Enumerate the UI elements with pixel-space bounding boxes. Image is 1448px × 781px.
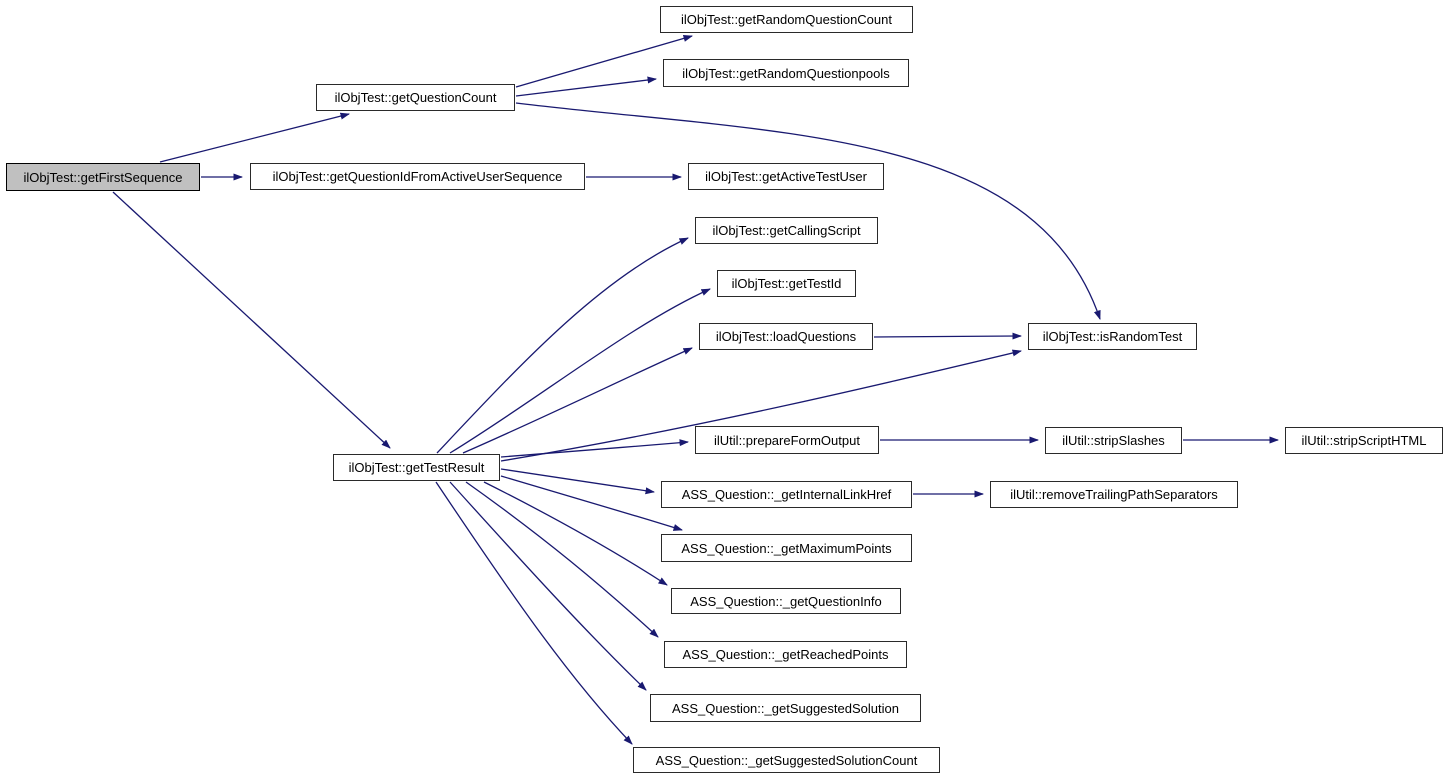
edge-getQuestionCount-getRandomQuestionCount xyxy=(515,35,693,88)
edge-getTestResult-isRandomTest xyxy=(500,349,1022,462)
edge-getFirstSequence-getTestResult xyxy=(112,191,391,449)
node-getActiveTestUser[interactable]: ilObjTest::getActiveTestUser xyxy=(688,163,884,190)
edge-getQuestionCount-isRandomTest xyxy=(515,102,1101,320)
node-getQuestionCount[interactable]: ilObjTest::getQuestionCount xyxy=(316,84,515,111)
edge-getTestResult-getQuestionInfo xyxy=(483,481,668,586)
node-isRandomTest[interactable]: ilObjTest::isRandomTest xyxy=(1028,323,1197,350)
node-getQuestionIdFromActiveUserSequence[interactable]: ilObjTest::getQuestionIdFromActiveUserSe… xyxy=(250,163,585,190)
edge-getTestResult-getCallingScript xyxy=(436,237,689,454)
node-getReachedPoints[interactable]: ASS_Question::_getReachedPoints xyxy=(664,641,907,668)
edge-getTestResult-getTestId xyxy=(449,288,711,454)
node-getCallingScript[interactable]: ilObjTest::getCallingScript xyxy=(695,217,878,244)
node-getFirstSequence: ilObjTest::getFirstSequence xyxy=(6,163,200,191)
node-stripSlashes[interactable]: ilUtil::stripSlashes xyxy=(1045,427,1182,454)
edge-loadQuestions-isRandomTest xyxy=(873,332,1022,340)
node-getTestResult[interactable]: ilObjTest::getTestResult xyxy=(333,454,500,481)
node-getTestId[interactable]: ilObjTest::getTestId xyxy=(717,270,856,297)
edge-getTestResult-prepareFormOutput xyxy=(500,439,689,458)
edge-getTestResult-getMaximumPoints xyxy=(500,475,683,531)
edge-getTestResult-getInternalLinkHref xyxy=(500,468,655,495)
node-getInternalLinkHref[interactable]: ASS_Question::_getInternalLinkHref xyxy=(661,481,912,508)
node-getSuggestedSolutionCount[interactable]: ASS_Question::_getSuggestedSolutionCount xyxy=(633,747,940,773)
node-getQuestionInfo[interactable]: ASS_Question::_getQuestionInfo xyxy=(671,588,901,614)
edge-getFirstSequence-getQuestionCount xyxy=(159,112,350,163)
node-stripScriptHTML[interactable]: ilUtil::stripScriptHTML xyxy=(1285,427,1443,454)
edge-getTestResult-getSuggestedSolution xyxy=(449,481,647,691)
node-getRandomQuestionpools[interactable]: ilObjTest::getRandomQuestionpools xyxy=(663,59,909,87)
edge-getQuestionCount-getRandomQuestionpools xyxy=(515,76,657,97)
node-loadQuestions[interactable]: ilObjTest::loadQuestions xyxy=(699,323,873,350)
node-prepareFormOutput[interactable]: ilUtil::prepareFormOutput xyxy=(695,426,879,454)
node-getRandomQuestionCount[interactable]: ilObjTest::getRandomQuestionCount xyxy=(660,6,913,33)
edge-getTestResult-loadQuestions xyxy=(462,347,693,454)
edge-getTestResult-getSuggestedSolutionCount xyxy=(435,481,633,745)
node-removeTrailingPathSeparators[interactable]: ilUtil::removeTrailingPathSeparators xyxy=(990,481,1238,508)
edge-getTestResult-getReachedPoints xyxy=(465,481,659,638)
node-getMaximumPoints[interactable]: ASS_Question::_getMaximumPoints xyxy=(661,534,912,562)
node-getSuggestedSolution[interactable]: ASS_Question::_getSuggestedSolution xyxy=(650,694,921,722)
